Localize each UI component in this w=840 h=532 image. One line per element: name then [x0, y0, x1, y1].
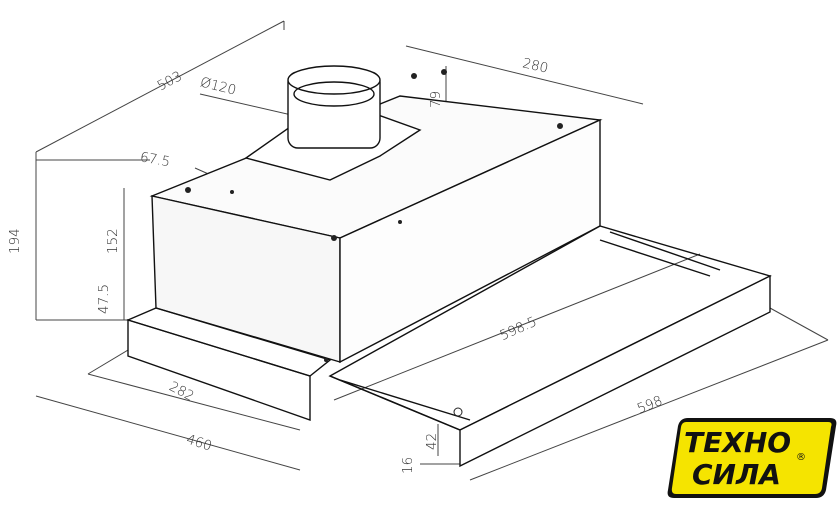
- dim-top-width: 280: [521, 55, 550, 76]
- dim-panel-height: 42: [424, 433, 440, 450]
- dim-duct-height: 79: [428, 91, 444, 108]
- dim-total-height: 194: [7, 228, 23, 254]
- dim-front-depth: 282: [166, 378, 196, 404]
- dimension-lines: [35, 20, 829, 481]
- logo-line-2: СИЛА: [692, 458, 781, 491]
- hood-outline: [125, 65, 772, 468]
- dim-body-height: 152: [105, 228, 121, 254]
- dim-panel-thickness: 16: [400, 457, 416, 474]
- dim-rail-length: 598.5: [497, 314, 539, 344]
- dim-width: 598: [635, 393, 665, 417]
- logo-line-1: ТЕХНО: [684, 426, 791, 459]
- screw-holes: [185, 69, 563, 417]
- dim-overall-depth: 460: [184, 431, 213, 454]
- logo-yellow-field: [671, 422, 832, 494]
- techno-sila-logo: ТЕХНО СИЛА ®: [667, 418, 837, 498]
- logo-registered-mark: ®: [796, 452, 806, 463]
- dim-front-height: 47.5: [96, 284, 112, 314]
- dim-offset: 67.5: [139, 149, 171, 170]
- dim-depth: 503: [155, 68, 185, 94]
